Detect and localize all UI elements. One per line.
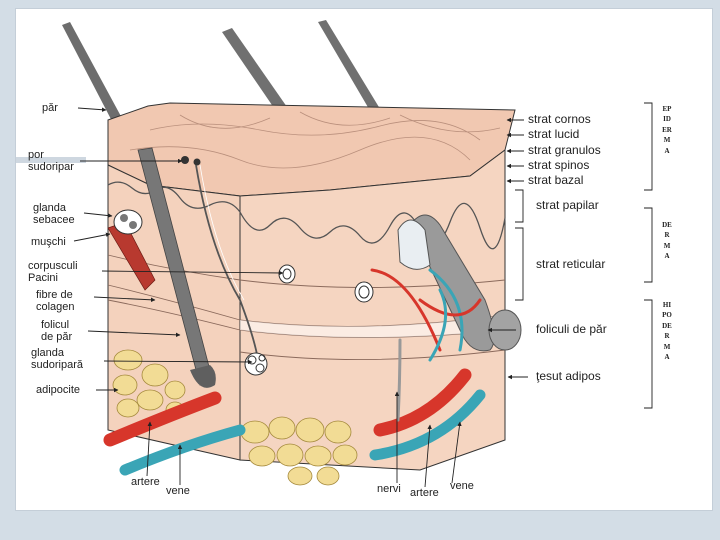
label-collagen-fibres: fibre de colagen	[36, 289, 75, 313]
label-epidermis: EPIDERMA	[662, 105, 672, 155]
sweat-duct	[181, 156, 259, 361]
label-muscle: muşchi	[31, 236, 66, 248]
adipose-tissue	[112, 349, 358, 486]
label-dermis: DERMA	[662, 221, 672, 261]
label-stratum-basale: strat bazal	[528, 173, 584, 187]
label-adipose-tissue: ţesut adipos	[536, 369, 601, 383]
label-adipocytes: adipocite	[36, 384, 81, 396]
collagen-band	[240, 315, 505, 338]
label-veins-left: vene	[166, 485, 190, 497]
label-par: păr	[42, 102, 58, 114]
left-leader-lines	[73, 107, 284, 393]
bottom-leader-lines	[146, 391, 462, 488]
label-nerves: nervi	[377, 483, 401, 495]
label-reticular-layer: strat reticular	[536, 257, 606, 271]
label-hair-follicle: folicul de păr	[41, 319, 73, 343]
sebaceous-gland	[113, 209, 143, 235]
right-leader-lines	[487, 117, 528, 380]
pacini-corpuscles	[278, 264, 374, 303]
label-stratum-lucidum: strat lucid	[528, 127, 580, 141]
label-papillary-layer: strat papilar	[536, 198, 599, 212]
label-sebaceous-gland: glanda sebacee	[33, 202, 75, 226]
label-veins-right: vene	[450, 480, 474, 492]
label-sweat-pore: por sudoripar	[28, 149, 74, 173]
label-stratum-granulosum: strat granulos	[528, 143, 601, 157]
label-pacini-corpuscles: corpusculi Pacini	[28, 260, 78, 284]
label-stratum-corneum: strat cornos	[528, 112, 591, 126]
label-stratum-spinosum: strat spinos	[528, 158, 590, 172]
decorative-band	[16, 157, 86, 163]
label-sweat-gland: glanda sudoripară	[31, 347, 83, 371]
sweat-gland-coil	[244, 352, 268, 376]
label-arteries-left: artere	[131, 476, 160, 488]
hair-bulb-left	[190, 365, 216, 388]
dermal-papillae-line	[107, 181, 506, 250]
label-hypodermis: HIPODERMA	[662, 301, 672, 362]
label-arteries-right: artere	[410, 487, 439, 499]
epidermis-surface-lines	[129, 111, 501, 169]
label-hair-follicles: foliculi de păr	[536, 322, 607, 336]
blood-vessels	[103, 268, 486, 476]
layer-brackets	[515, 102, 653, 409]
